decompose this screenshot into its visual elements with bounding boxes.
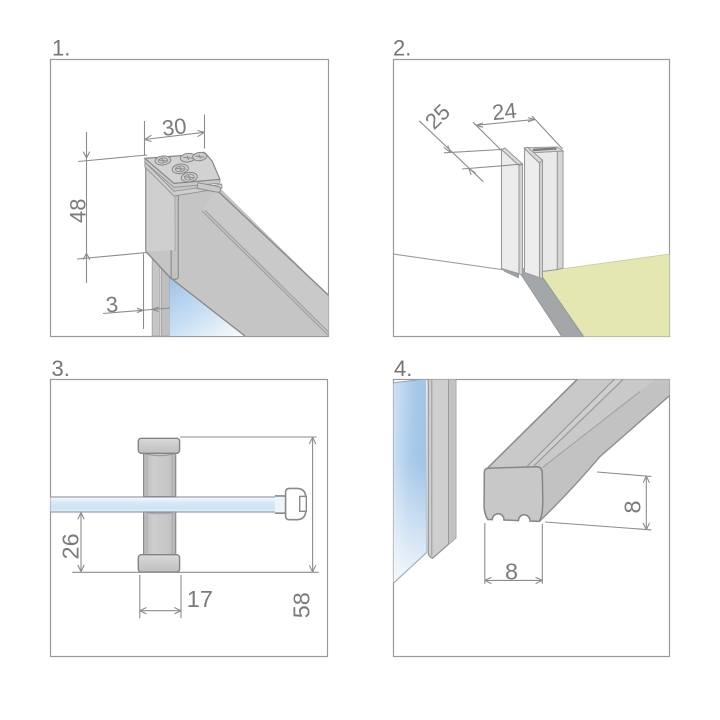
- svg-text:3: 3: [105, 292, 119, 318]
- svg-text:3.: 3.: [52, 356, 70, 381]
- svg-text:17: 17: [187, 586, 213, 612]
- svg-text:2.: 2.: [393, 36, 411, 61]
- svg-text:4.: 4.: [394, 356, 412, 381]
- svg-text:25: 25: [420, 99, 455, 134]
- svg-text:26: 26: [58, 533, 84, 559]
- svg-text:58: 58: [289, 592, 315, 618]
- svg-text:30: 30: [161, 113, 188, 141]
- svg-text:1.: 1.: [52, 36, 70, 61]
- svg-text:8: 8: [505, 559, 518, 585]
- svg-text:48: 48: [66, 199, 91, 223]
- svg-text:8: 8: [620, 500, 646, 513]
- svg-text:24: 24: [491, 98, 518, 125]
